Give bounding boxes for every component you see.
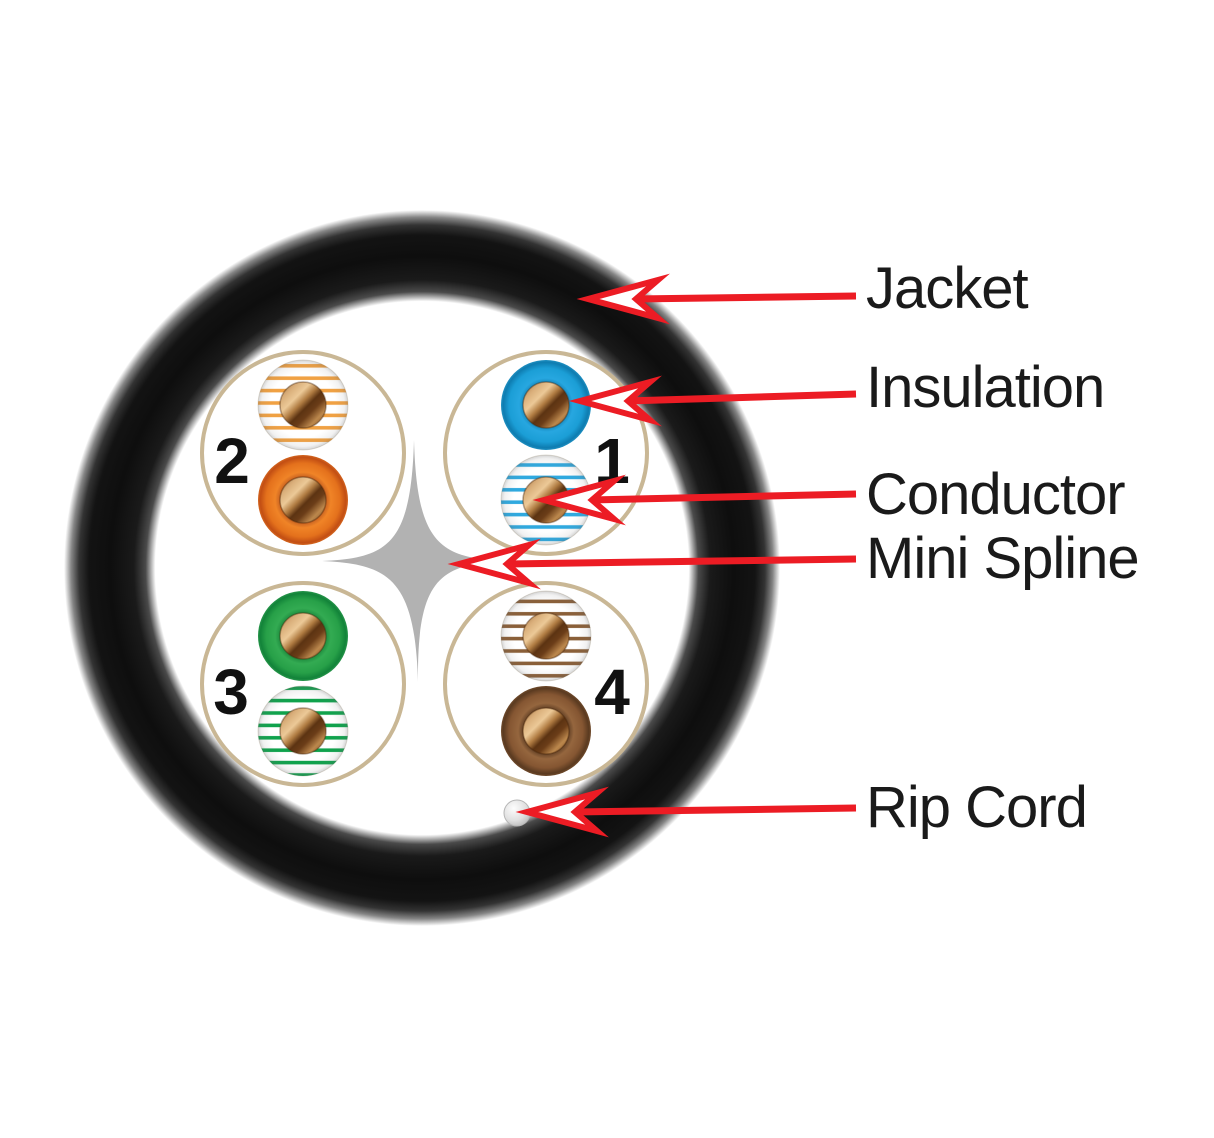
arrow-rip-cord-head [515,786,609,838]
wire-brown-solid [501,686,591,776]
wire-green-solid [258,591,348,681]
pair-4-group [443,581,649,787]
pair-2-outline [200,350,406,556]
conductor-copper [279,612,327,660]
conductor-copper [279,476,327,524]
wire-white-brown-striped [500,590,592,682]
pair-2-group [200,350,406,556]
arrow-insulation-head [568,375,662,427]
arrow-mini-spline-head [447,538,541,590]
arrow-jacket [576,273,857,325]
pair-2-number: 2 [214,425,250,497]
arrow-rip-cord [515,786,857,838]
conductor-copper [522,381,570,429]
arrow-insulation [568,375,857,427]
arrow-mini-spline-shaft [504,555,857,568]
arrow-insulation-shaft [625,390,857,405]
arrow-jacket-shaft [633,292,857,303]
label-mini-spline: Mini Spline [866,526,1139,591]
pair-3-group [200,581,406,787]
arrow-rip-cord-shaft [572,804,857,816]
arrow-mini-spline [447,538,857,590]
wire-blue-solid [501,360,591,450]
label-jacket: Jacket [866,256,1029,321]
mini-spline-cross [322,440,506,682]
conductor-copper [522,612,570,660]
arrow-conductor [532,474,857,526]
wire-white-green-striped [257,685,349,777]
pair-3-outline [200,581,406,787]
conductor-copper [279,707,327,755]
pair-4-outline [443,581,649,787]
arrow-conductor-shaft [589,490,857,504]
pair-3-number: 3 [213,656,249,728]
wire-orange-solid [258,455,348,545]
label-conductor: Conductor [866,462,1125,527]
conductor-copper [279,381,327,429]
wire-white-orange-striped [257,359,349,451]
label-insulation: Insulation [866,355,1104,420]
pair-4-number: 4 [594,656,630,728]
arrow-jacket-head [576,273,670,325]
arrow-conductor-head [532,474,626,526]
label-rip-cord: Rip Cord [866,775,1087,840]
conductor-copper [522,707,570,755]
